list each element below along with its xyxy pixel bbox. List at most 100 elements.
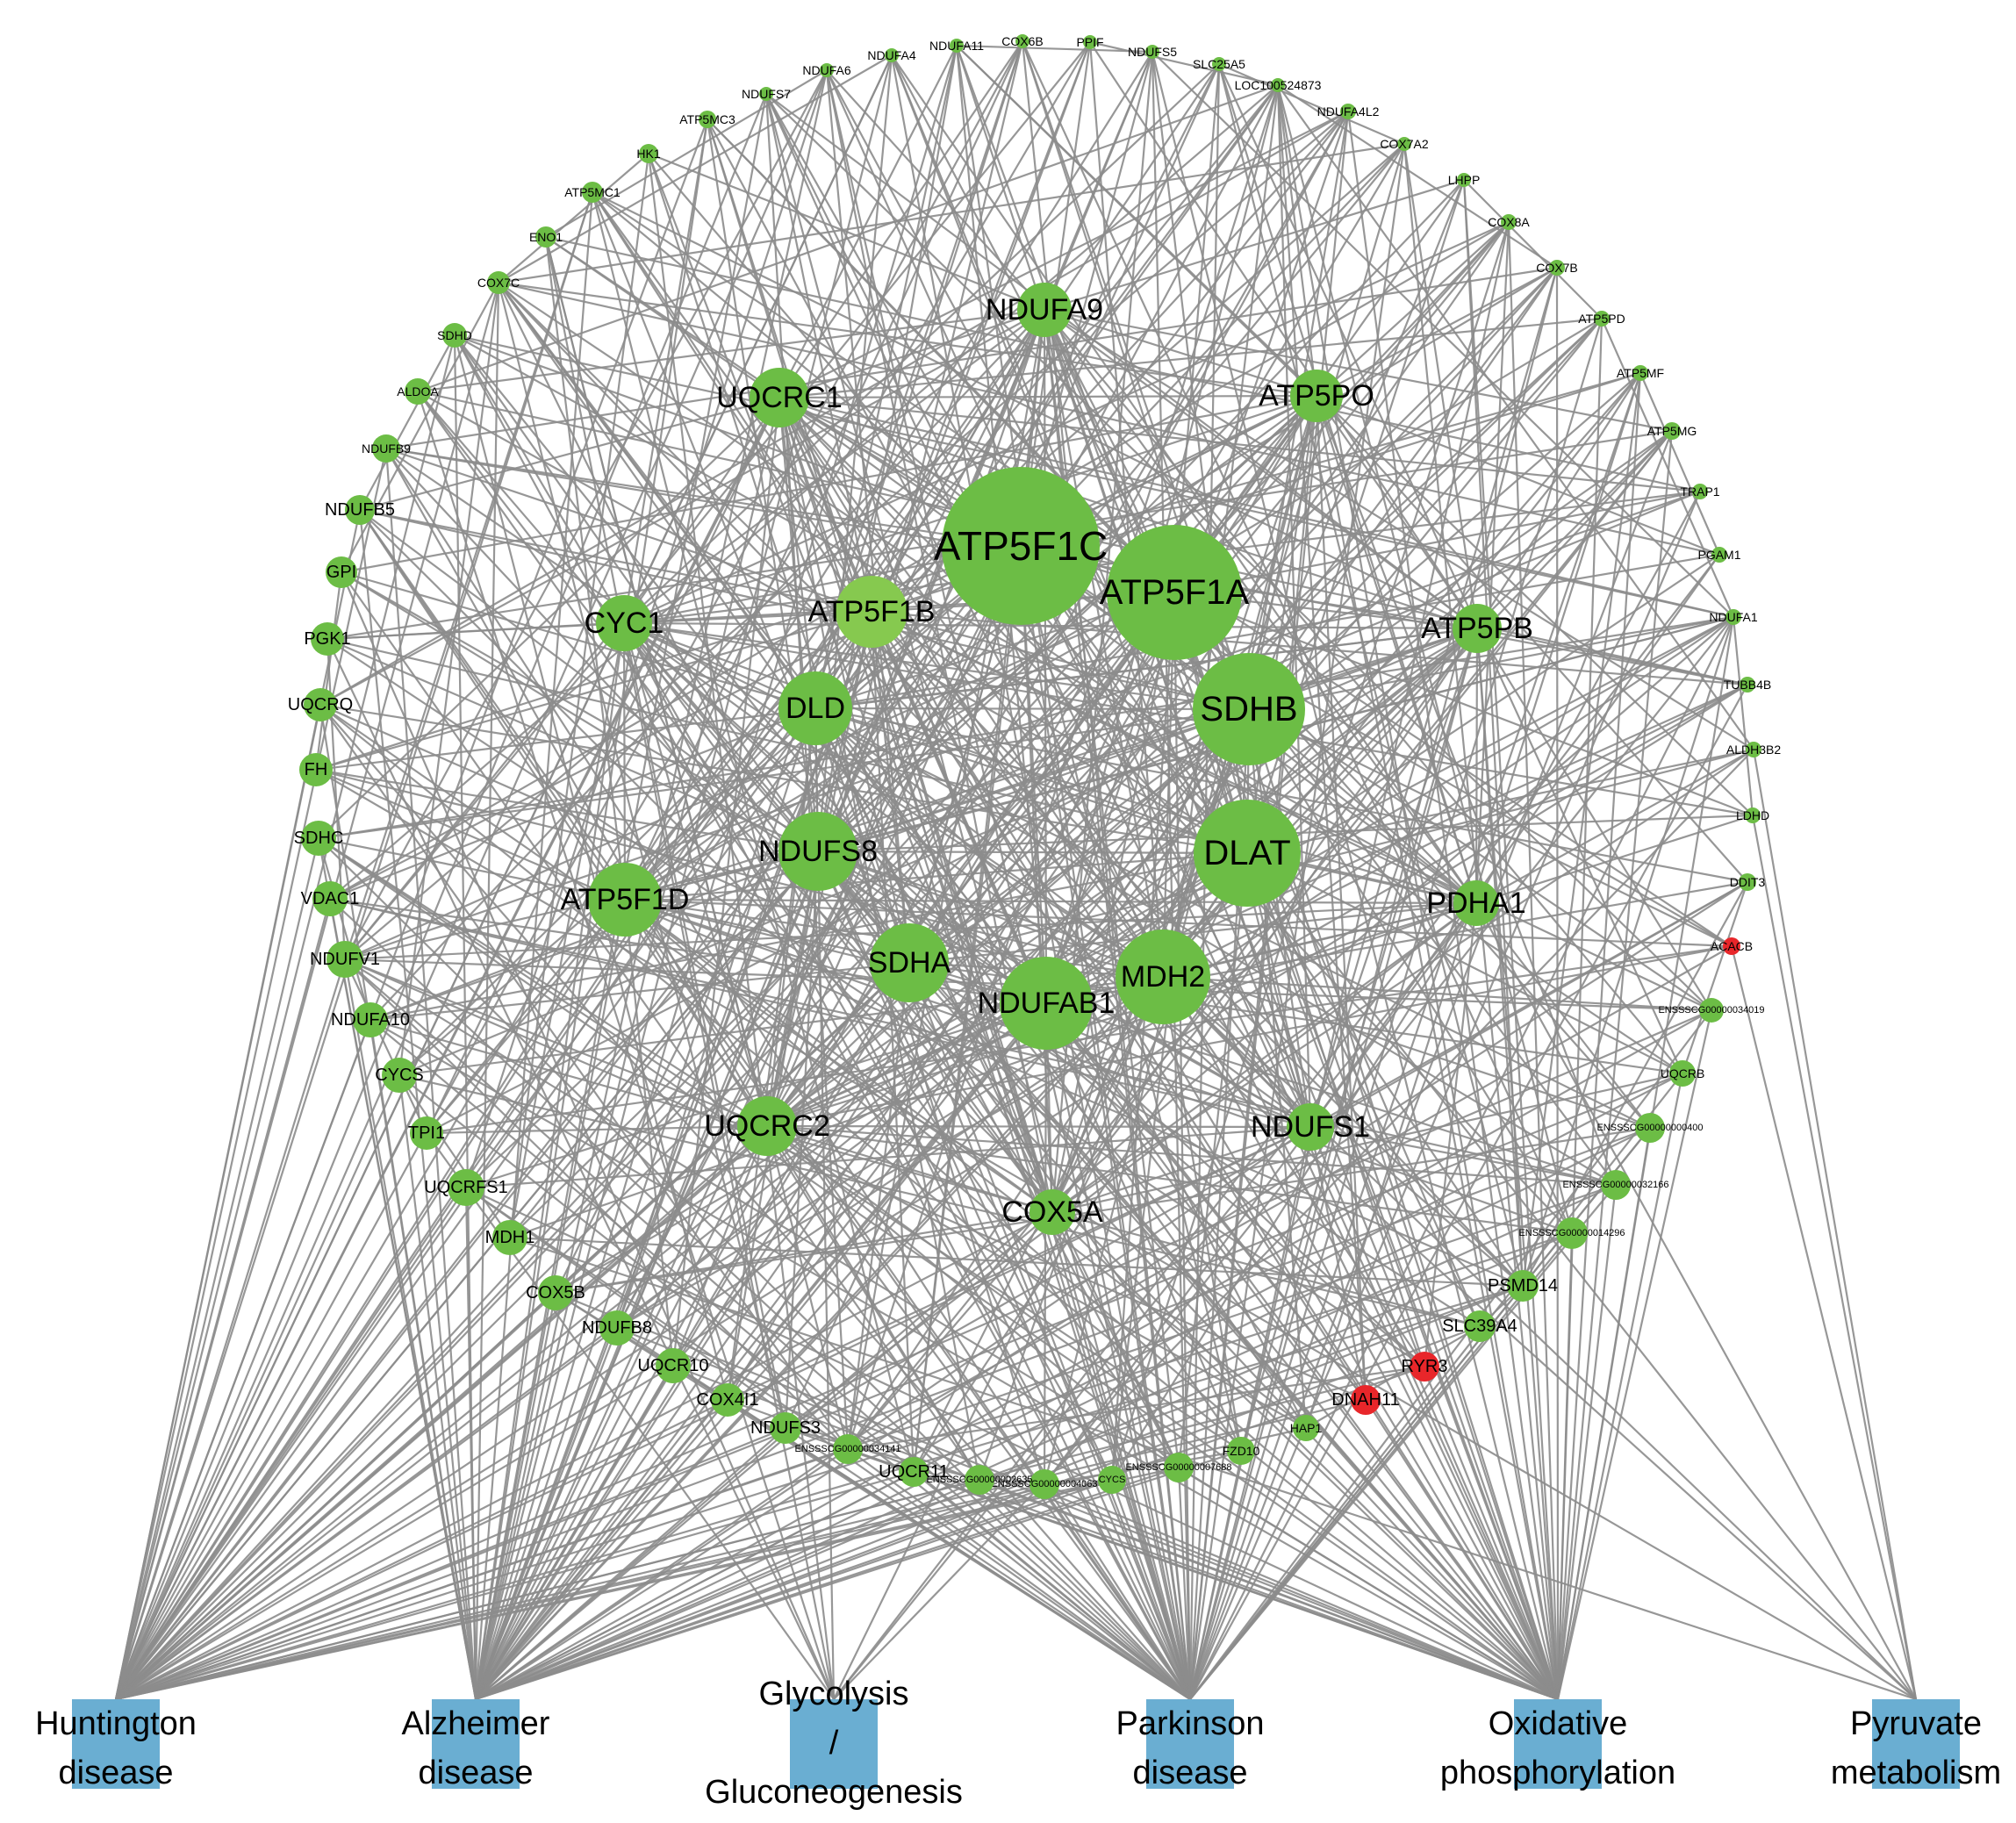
gene-node[interactable]: SLC25A5 xyxy=(1193,57,1245,71)
gene-node[interactable]: UQCRC1 xyxy=(716,368,843,427)
gene-node[interactable]: PGAM1 xyxy=(1697,547,1741,563)
gene-node[interactable]: ATP5F1C xyxy=(934,467,1108,625)
gene-node[interactable]: ATP5F1A xyxy=(1100,525,1250,660)
gene-node[interactable]: NDUFA10 xyxy=(331,1002,410,1037)
gene-node[interactable]: ATP5PO xyxy=(1259,370,1374,422)
gene-node[interactable]: UQCRQ xyxy=(288,688,353,721)
gene-node[interactable]: CYCS xyxy=(1098,1466,1126,1494)
gene-node[interactable]: HK1 xyxy=(636,144,661,163)
gene-node[interactable]: UQCRFS1 xyxy=(424,1169,508,1206)
gene-node[interactable]: ENSSSCG00000034141 xyxy=(794,1434,901,1464)
gene-node[interactable]: UQCR10 xyxy=(637,1348,709,1383)
gene-node[interactable]: HAP1 xyxy=(1290,1415,1323,1441)
gene-node[interactable]: NDUFA4 xyxy=(867,48,916,62)
gene-node[interactable]: SDHB xyxy=(1193,653,1305,765)
gene-node[interactable]: COX7A2 xyxy=(1380,137,1429,151)
pathway-edge xyxy=(115,372,1641,1700)
gene-node[interactable]: NDUFS3 xyxy=(750,1412,821,1444)
interaction-edge xyxy=(326,637,819,853)
gene-node[interactable]: NDUFA6 xyxy=(802,63,851,77)
gene-node[interactable]: GPI xyxy=(326,556,357,588)
gene-node[interactable]: SDHD xyxy=(437,323,472,348)
gene-node[interactable]: MDH1 xyxy=(485,1220,535,1255)
gene-node[interactable]: ENSSSCG00000034019 xyxy=(1658,998,1765,1023)
gene-node[interactable]: COX6B xyxy=(1001,34,1044,48)
gene-node[interactable]: NDUFA11 xyxy=(929,39,984,53)
pathway-node-glycolysis[interactable]: Glycolysis/Gluconeogenesis xyxy=(705,1676,963,1811)
gene-node[interactable]: ALDOA xyxy=(397,378,439,405)
gene-node[interactable]: FZD10 xyxy=(1223,1437,1260,1465)
pathway-edge xyxy=(114,93,768,1700)
gene-node[interactable]: DNAH11 xyxy=(1331,1385,1400,1415)
gene-node[interactable]: NDUFB8 xyxy=(582,1310,652,1346)
gene-node[interactable]: DDIT3 xyxy=(1730,873,1766,891)
gene-node[interactable]: PPIF xyxy=(1076,35,1104,49)
gene-node[interactable]: NDUFA9 xyxy=(986,283,1103,337)
gene-node[interactable]: DLD xyxy=(778,671,852,745)
gene-node[interactable]: COX8A xyxy=(1488,214,1530,230)
gene-node[interactable]: SDHA xyxy=(868,923,951,1002)
gene-node[interactable]: LHPP xyxy=(1448,173,1481,187)
gene-node[interactable]: SDHC xyxy=(294,821,344,856)
gene-node[interactable]: NDUFS7 xyxy=(742,87,791,101)
gene-node[interactable]: CYC1 xyxy=(585,595,664,651)
gene-node[interactable]: NDUFV1 xyxy=(310,941,380,978)
gene-node[interactable]: RYR3 xyxy=(1402,1352,1448,1382)
gene-node[interactable]: NDUFS1 xyxy=(1251,1103,1370,1151)
gene-node[interactable]: PDHA1 xyxy=(1426,880,1526,926)
gene-node[interactable]: COX5B xyxy=(526,1275,585,1310)
gene-node[interactable]: VDAC1 xyxy=(301,881,360,916)
gene-node[interactable]: ENSSSCG00000004063 xyxy=(991,1469,1098,1499)
gene-node[interactable]: FH xyxy=(299,753,333,786)
gene-node[interactable]: ENSSSCG00000007688 xyxy=(1125,1453,1232,1482)
gene-node[interactable]: COX7B xyxy=(1536,260,1578,276)
gene-node[interactable]: UQCR11 xyxy=(879,1457,949,1487)
gene-node[interactable]: PGK1 xyxy=(304,622,351,656)
gene-node[interactable]: NDUFA1 xyxy=(1709,609,1758,625)
gene-node[interactable]: ENSSSCG00000000400 xyxy=(1596,1113,1704,1143)
node-layer: ATP5F1CATP5F1ASDHBDLATNDUFAB1MDH2NDUFS8A… xyxy=(288,34,1781,1499)
gene-node[interactable]: DLAT xyxy=(1194,800,1301,907)
gene-node[interactable]: NDUFA4L2 xyxy=(1317,104,1380,119)
gene-node[interactable]: ATP5MG xyxy=(1647,422,1697,440)
gene-node[interactable]: COX5A xyxy=(1001,1189,1103,1235)
gene-node[interactable]: UQCRB xyxy=(1661,1060,1705,1087)
gene-label: SLC25A5 xyxy=(1193,57,1245,71)
gene-node[interactable]: NDUFS5 xyxy=(1128,45,1177,59)
gene-node[interactable]: TPI1 xyxy=(408,1116,445,1150)
gene-node[interactable]: LOC100524873 xyxy=(1235,78,1322,92)
gene-node[interactable]: ATP5MF xyxy=(1617,365,1664,381)
gene-node[interactable]: ATP5MC1 xyxy=(564,182,621,203)
pathway-edge xyxy=(475,143,1405,1700)
gene-node[interactable]: ENSSSCG00000032166 xyxy=(1562,1170,1669,1200)
gene-node[interactable]: ENSSSCG00000014296 xyxy=(1518,1217,1625,1249)
gene-node[interactable]: TRAP1 xyxy=(1680,484,1720,499)
gene-node[interactable]: ENO1 xyxy=(529,226,563,248)
gene-node[interactable]: LDHD xyxy=(1736,807,1769,823)
gene-node[interactable]: ALDH3B2 xyxy=(1726,742,1781,757)
gene-node[interactable]: ACACB xyxy=(1711,937,1753,955)
gene-node[interactable]: ATP5PD xyxy=(1578,311,1625,327)
gene-node[interactable]: CYCS xyxy=(375,1058,424,1093)
gene-node[interactable]: UQCRC2 xyxy=(704,1096,830,1156)
gene-node[interactable]: ATP5PB xyxy=(1421,604,1533,653)
gene-node[interactable]: TUBB4B xyxy=(1724,677,1771,693)
gene-node[interactable]: ENSSSCG00000002635 xyxy=(926,1465,1033,1495)
gene-node[interactable]: ATP5F1B xyxy=(808,576,936,648)
gene-node[interactable]: NDUFB9 xyxy=(362,434,411,463)
gene-node[interactable]: COX7C xyxy=(477,271,520,294)
gene-node[interactable]: NDUFS8 xyxy=(758,812,878,891)
gene-node[interactable]: NDUFAB1 xyxy=(978,957,1116,1050)
gene-node[interactable]: ATP5MC3 xyxy=(679,111,735,128)
gene-node[interactable]: COX4I1 xyxy=(696,1383,759,1417)
gene-node[interactable]: MDH2 xyxy=(1116,929,1210,1024)
gene-node[interactable]: SLC39A4 xyxy=(1442,1310,1517,1342)
gene-node[interactable]: NDUFB5 xyxy=(325,495,395,525)
gene-node[interactable]: ATP5F1D xyxy=(561,863,690,937)
gene-node[interactable]: PSMD14 xyxy=(1488,1270,1558,1302)
